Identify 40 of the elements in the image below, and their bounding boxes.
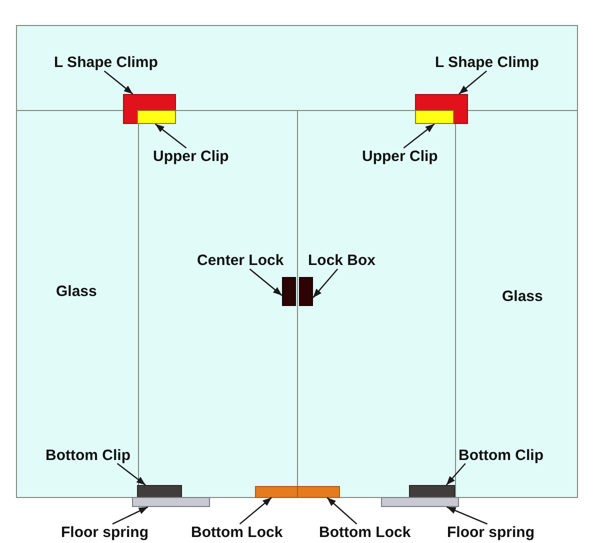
leader-line xyxy=(446,506,488,525)
bottom-lock-bar xyxy=(255,486,298,498)
part-label: Bottom Clip xyxy=(458,446,544,464)
leader-line xyxy=(312,268,338,298)
floor-spring xyxy=(132,497,210,507)
glass-panel xyxy=(16,110,138,498)
leader-line xyxy=(458,70,488,94)
upper-clip xyxy=(137,110,176,124)
upper-clip xyxy=(415,110,454,124)
part-label: L Shape Climp xyxy=(435,54,539,71)
part-label: Upper Clip xyxy=(153,148,229,165)
bottom-lock-bar xyxy=(297,486,340,498)
leader-line xyxy=(239,497,272,524)
part-label: Bottom Lock xyxy=(319,524,411,541)
bottom-clip xyxy=(409,485,455,498)
leader-line xyxy=(104,70,134,94)
center-lock-block xyxy=(282,277,296,306)
leader-line xyxy=(112,506,148,525)
part-label: Bottom Clip xyxy=(46,446,130,464)
floor-spring xyxy=(381,497,459,507)
part-label: Floor spring xyxy=(447,524,534,541)
part-label: Center Lock xyxy=(197,252,284,269)
part-label: Floor spring xyxy=(61,524,148,541)
glass-panel xyxy=(455,110,578,498)
part-label: Lock Box xyxy=(308,252,376,269)
leader-line xyxy=(446,463,466,486)
leader-line xyxy=(154,123,187,149)
glass-label: Glass xyxy=(502,288,543,305)
lock-box-block xyxy=(299,277,313,306)
l-shape-clamp xyxy=(415,94,468,124)
l-shape-clamp xyxy=(123,94,176,124)
part-label: L Shape Climp xyxy=(54,54,158,71)
leader-line xyxy=(403,123,435,149)
leader-line xyxy=(116,462,146,486)
leader-line xyxy=(249,268,282,296)
part-label: Bottom Lock xyxy=(191,524,283,541)
glass-label: Glass xyxy=(56,283,97,300)
part-label: Upper Clip xyxy=(362,148,438,165)
leader-line xyxy=(326,497,358,524)
bottom-clip xyxy=(137,485,182,498)
